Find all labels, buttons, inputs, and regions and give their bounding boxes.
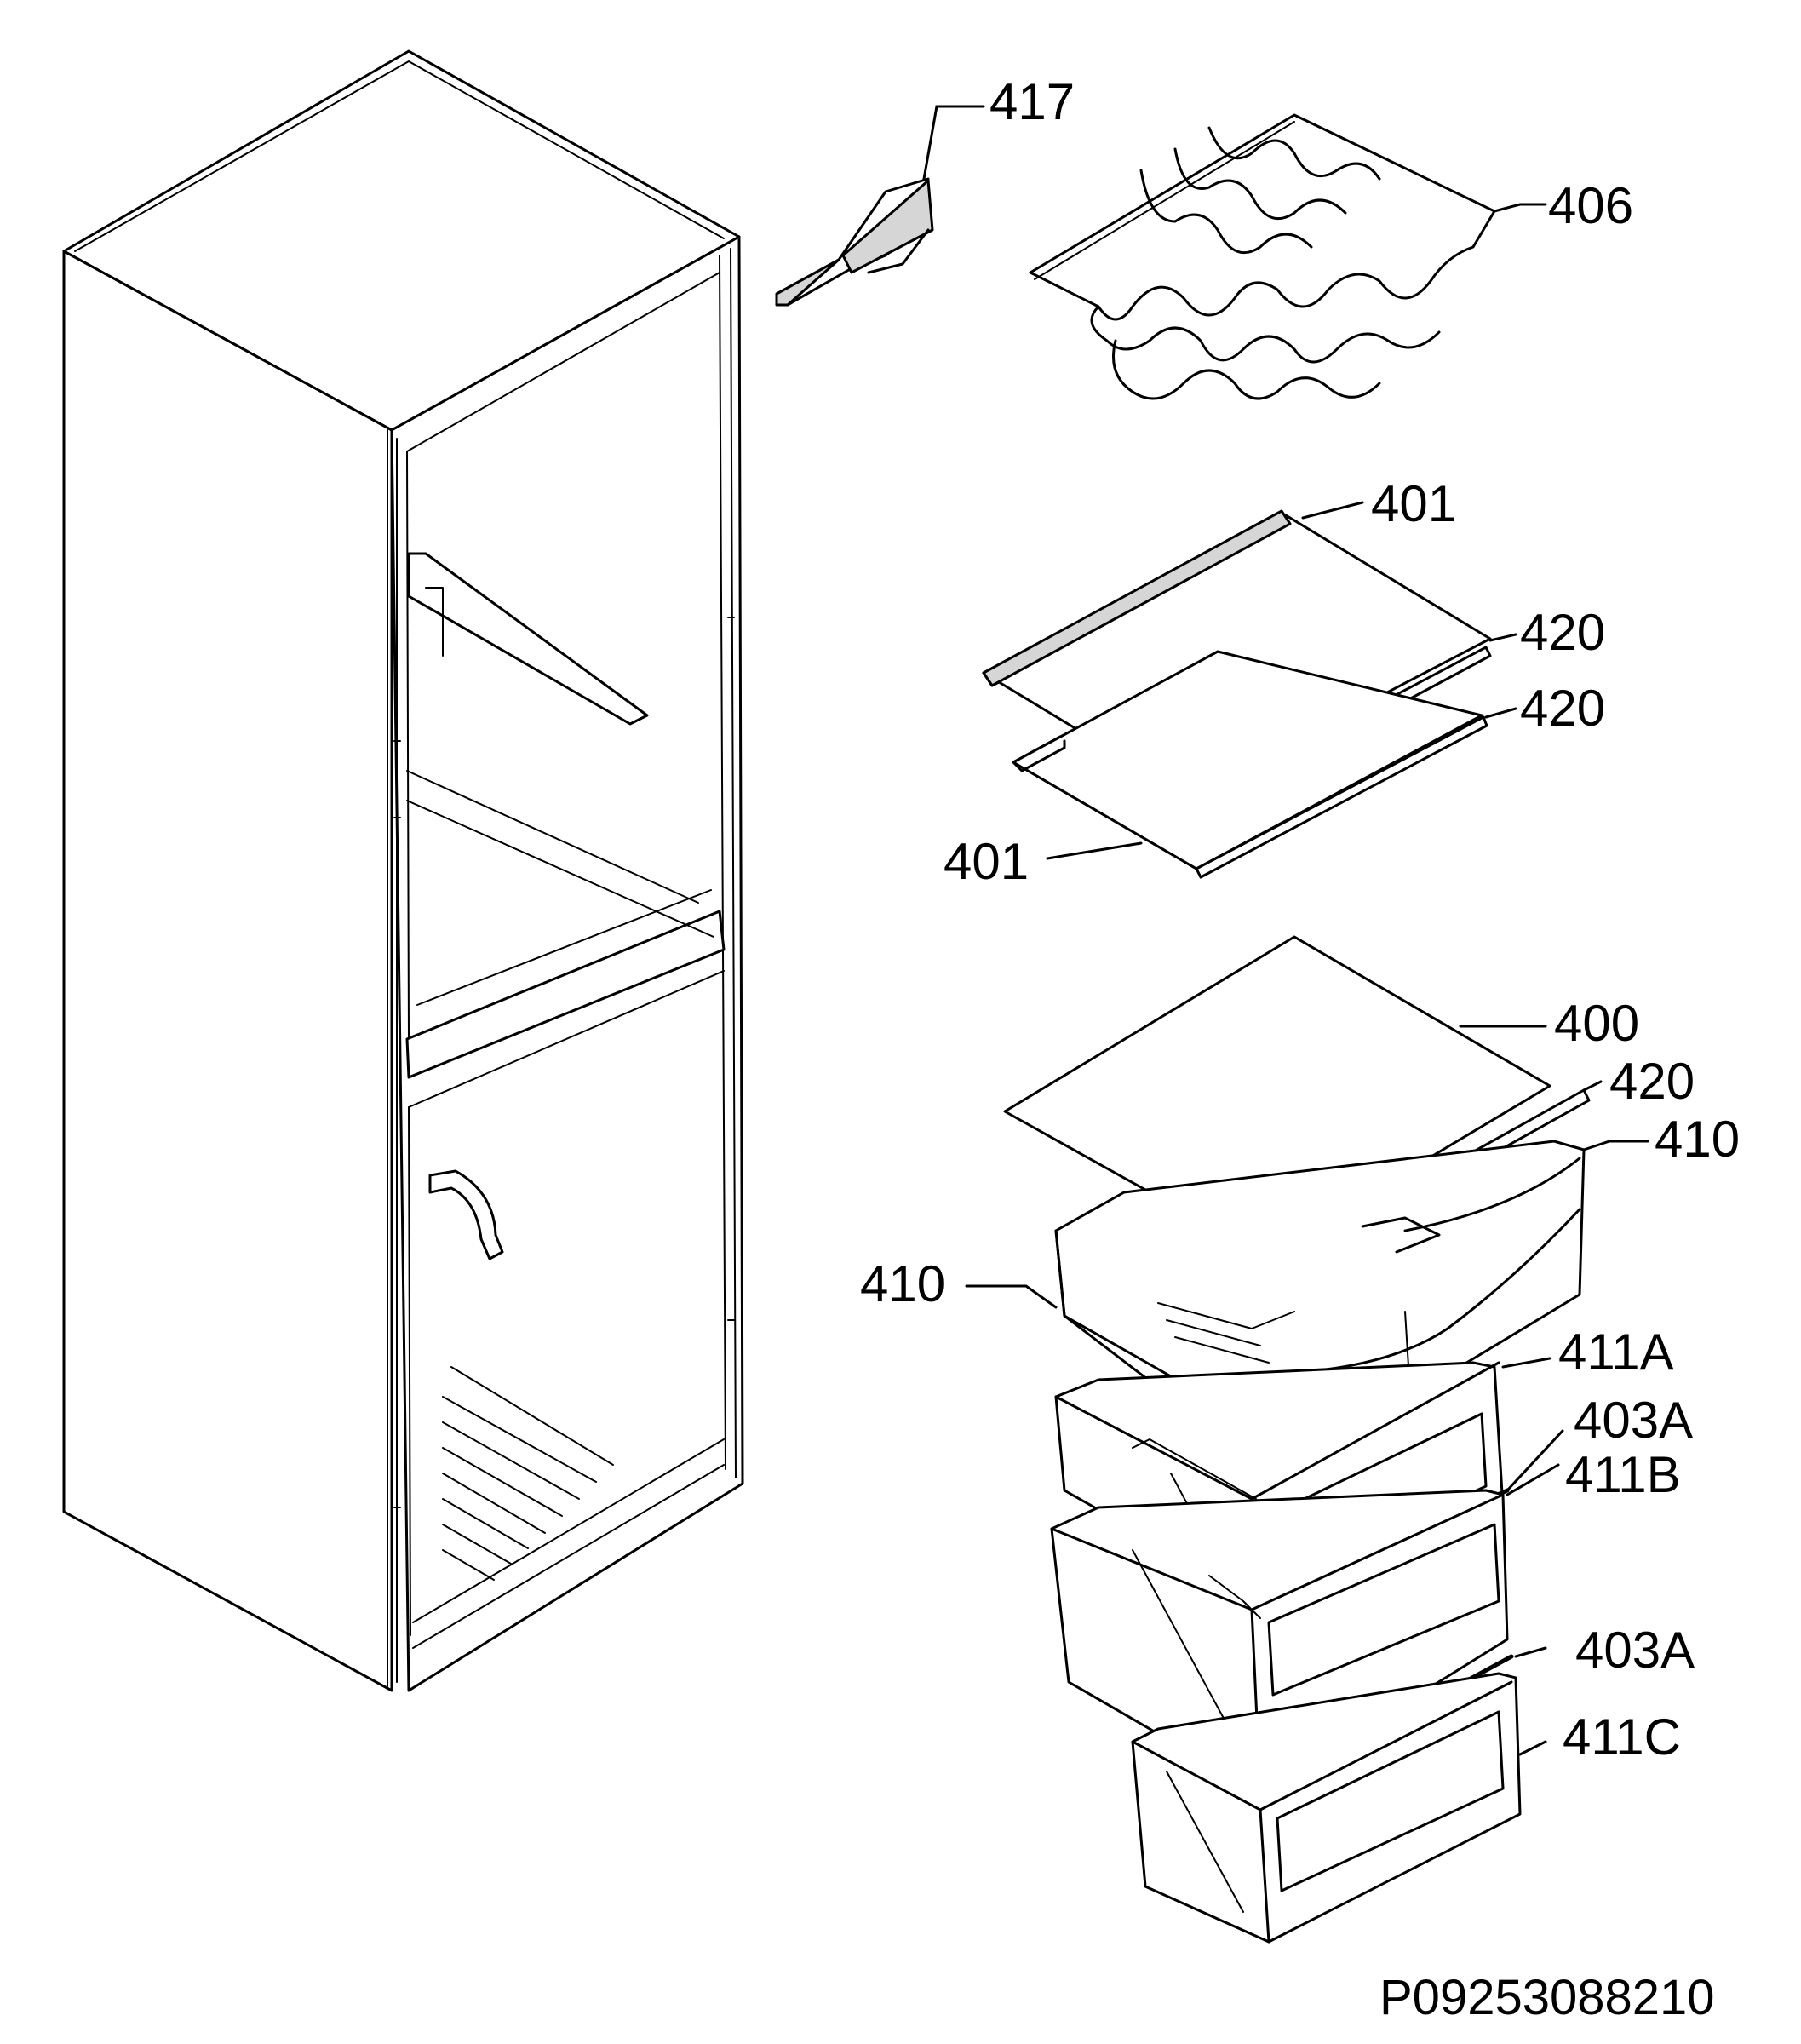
label-420-b: 420	[1520, 680, 1605, 737]
drawing-code: P09253088210	[1379, 1970, 1715, 2025]
trim-420-b-drawing	[1195, 715, 1488, 879]
label-417: 417	[989, 73, 1075, 130]
drawer-411C-drawing	[1131, 1672, 1522, 1944]
label-411C: 411C	[1563, 1708, 1681, 1766]
label-410-left: 410	[860, 1255, 945, 1312]
drawer-411B-drawing	[1050, 1489, 1509, 1794]
refrigerator-cabinet	[62, 49, 744, 1692]
wine-rack-406-drawing	[1029, 113, 1496, 400]
label-403A-upper: 403A	[1574, 1392, 1693, 1449]
label-401-top: 401	[1371, 475, 1456, 532]
label-403A-lower: 403A	[1575, 1622, 1695, 1679]
label-401-bottom: 401	[944, 833, 1029, 890]
label-410-right: 410	[1655, 1111, 1740, 1168]
part-labels: 417 406 401 420 420 401 400 420 410 410 …	[860, 73, 1740, 1766]
clip-417-drawing	[775, 177, 934, 307]
label-400: 400	[1554, 995, 1639, 1052]
label-411B: 411B	[1565, 1446, 1681, 1503]
shelf-401-bottom-drawing	[1012, 650, 1483, 870]
label-420-a: 420	[1520, 604, 1605, 661]
label-411A: 411A	[1558, 1323, 1674, 1381]
label-406: 406	[1548, 177, 1633, 234]
leader-lines	[922, 105, 1649, 1756]
label-420-c: 420	[1609, 1053, 1695, 1110]
